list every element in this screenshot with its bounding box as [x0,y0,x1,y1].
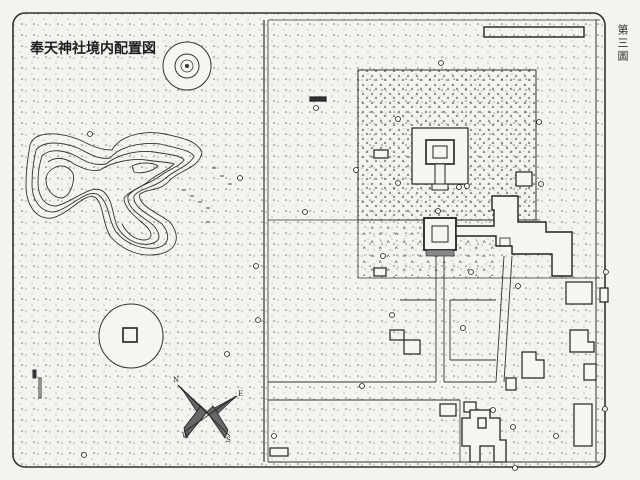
compass-rose [177,384,238,439]
worship-hall [423,217,457,257]
plate-label: 第三圖 [616,24,629,63]
compass-south-label: S [226,436,231,444]
inner-compound [357,69,537,221]
circular-fountain [162,41,212,91]
contour-pond [25,132,203,256]
numbered-markers [81,60,609,471]
map-title: 奉天神社境内配置図 [30,41,156,57]
small-markers-left [32,369,42,399]
compass-north-label: N [173,376,180,384]
office-complex [455,195,573,277]
approach-paths [268,255,513,401]
monument-circle [98,303,164,369]
compass-east-label: E [238,390,244,398]
top-long-building [483,26,585,38]
small-buildings [269,96,609,457]
compass-west-label: W [182,432,190,440]
garden-path-dashes [182,167,232,223]
